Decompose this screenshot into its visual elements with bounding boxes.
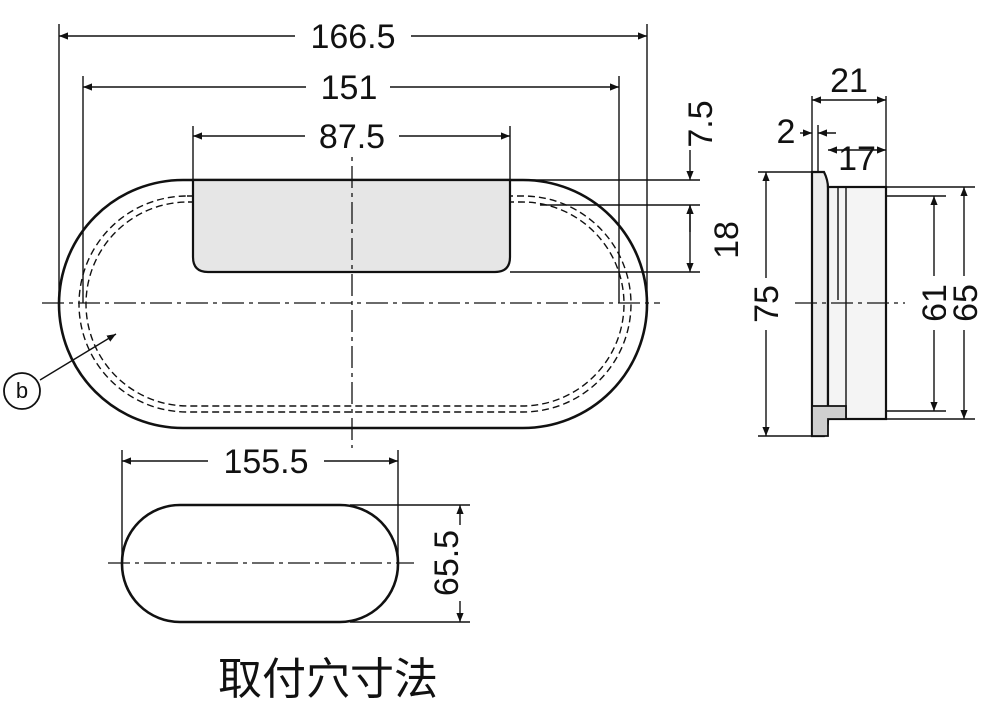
dim-body-depth-label: 17	[838, 140, 876, 178]
side-flange	[810, 170, 830, 438]
mounting-hole-caption: 取付穴寸法	[218, 654, 438, 705]
dim-flange-thickness: 2	[777, 113, 836, 172]
dim-cutout-height: 65.5	[350, 504, 478, 623]
dim-body-height-label: 65	[947, 284, 985, 322]
dim-side-total-depth-label: 21	[830, 62, 868, 100]
dim-recess-width: 87.5	[192, 118, 511, 180]
dim-body-height: 65	[886, 186, 985, 420]
dim-flange-height-label: 75	[748, 285, 786, 323]
mounting-hole-view: 155.5 65.5 取付穴寸法	[108, 443, 478, 705]
dim-top-offset-label: 7.5	[682, 100, 720, 147]
front-view: 166.5 151 87.5 7.5	[3, 18, 746, 448]
dim-recess-depth: 18	[510, 205, 746, 273]
side-view: 21 2 17 75 61	[748, 62, 985, 438]
dim-cutout-height-label: 65.5	[428, 530, 466, 596]
dim-overall-width: 166.5	[58, 18, 648, 303]
callout-b: b	[3, 333, 117, 410]
dim-overall-width-label: 166.5	[310, 18, 395, 56]
dim-inner-width-label: 151	[321, 69, 378, 107]
dim-cutout-width-label: 155.5	[223, 443, 308, 481]
callout-b-label: b	[16, 378, 28, 403]
dim-cutout-width: 155.5	[121, 443, 399, 563]
dim-flange-height: 75	[748, 171, 812, 437]
dim-body-depth: 17	[828, 140, 886, 178]
dim-side-total-depth: 21	[811, 62, 887, 187]
callout-b-circle	[3, 372, 41, 410]
grip-recess	[191, 178, 512, 274]
dim-top-offset: 7.5	[510, 100, 720, 232]
dim-recess-width-label: 87.5	[319, 118, 385, 156]
dim-inner-width: 151	[82, 69, 620, 303]
dim-recess-depth-label: 18	[708, 221, 746, 259]
dim-flange-thickness-label: 2	[777, 113, 796, 151]
